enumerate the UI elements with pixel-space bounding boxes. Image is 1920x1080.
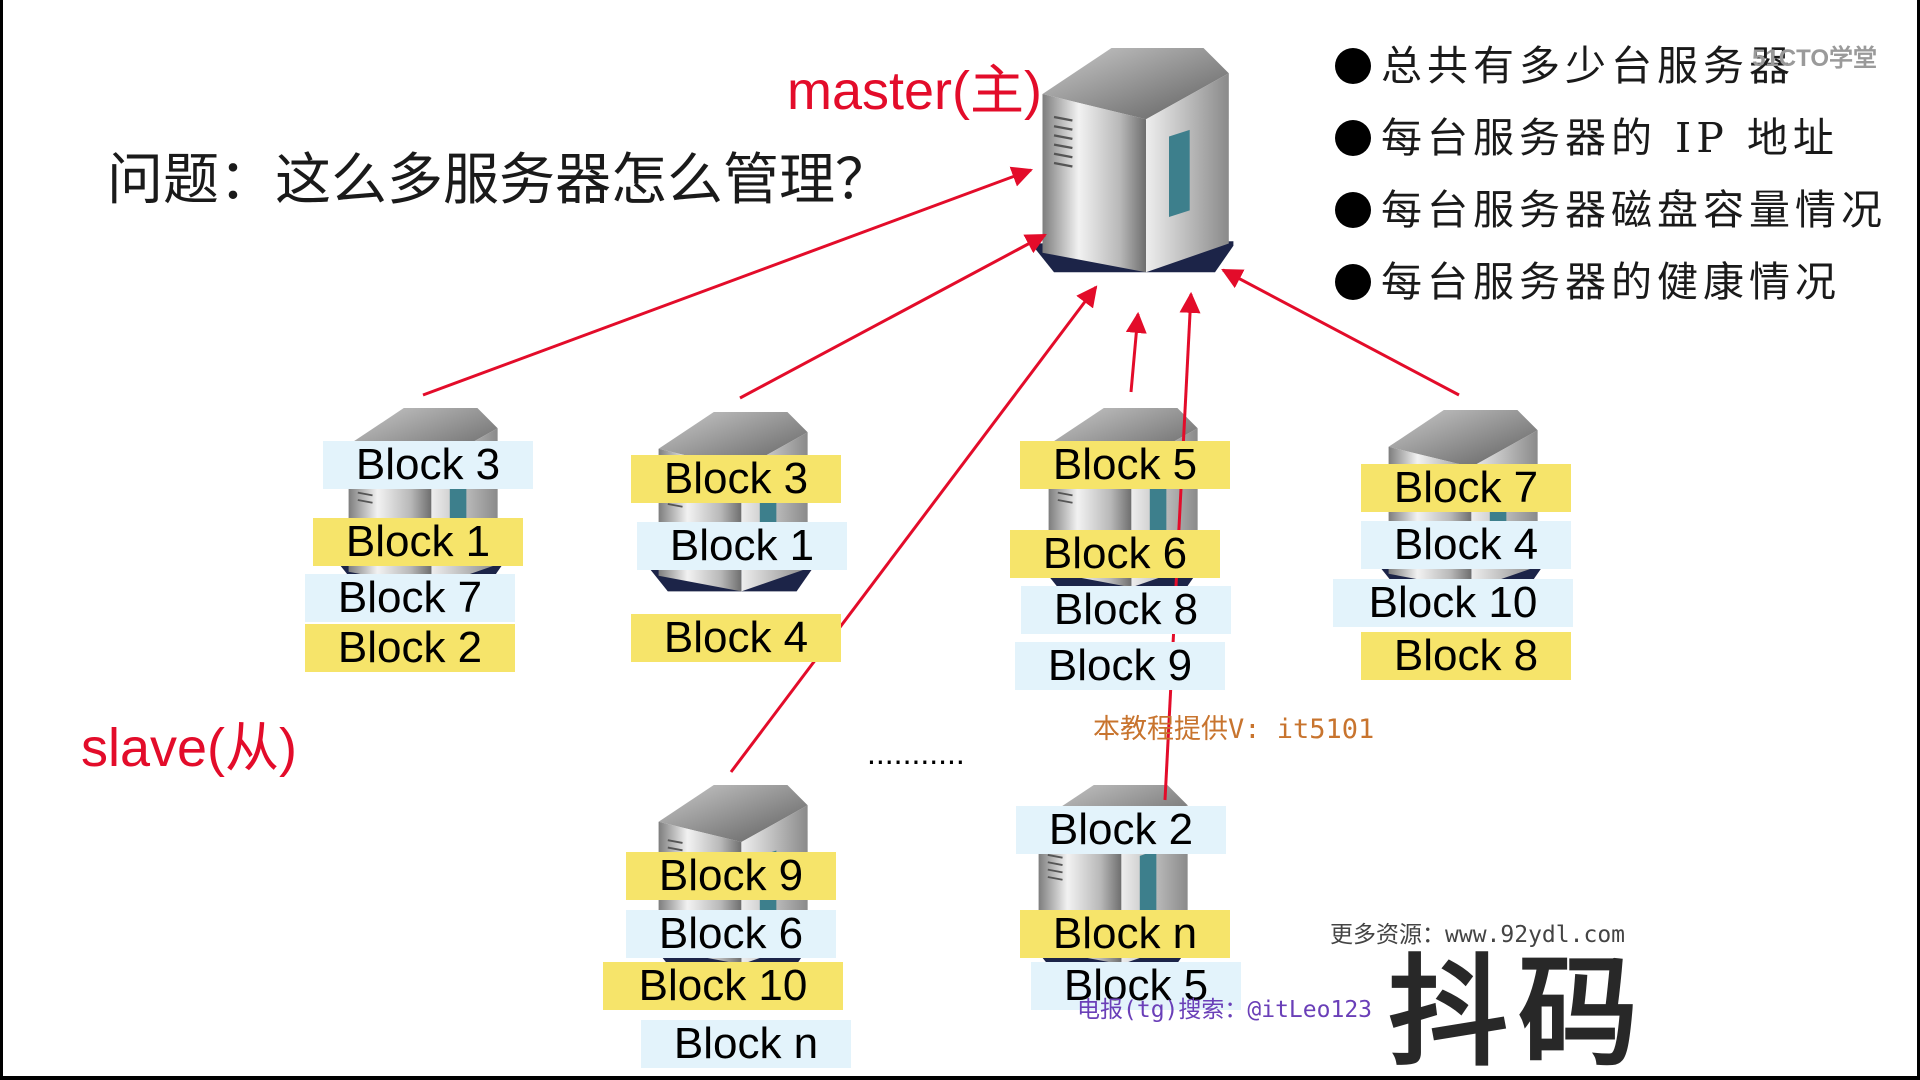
more-resources-watermark: 更多资源：www.92ydl.com	[1330, 922, 1626, 948]
connection-arrows	[422, 166, 1460, 801]
arrow-slave-3	[1125, 311, 1147, 393]
telegram-watermark: 电报(tg)搜索：@itLeo123	[1077, 997, 1373, 1023]
block-label: Block 7	[305, 574, 515, 622]
block-label: Block 9	[626, 852, 836, 900]
block-label: Block 6	[1010, 530, 1220, 578]
block-label: Block 4	[1361, 521, 1571, 569]
arrow-slave-4	[1221, 268, 1460, 397]
page-title: 问题：这么多服务器怎么管理？	[107, 148, 891, 213]
ellipsis: ...........	[867, 735, 965, 771]
bullet-item: 每台服务器的健康情况	[1335, 246, 1887, 318]
block-label: Block 8	[1021, 586, 1231, 634]
logo-watermark: 抖码	[1388, 942, 1648, 1076]
bullet-item: 每台服务器磁盘容量情况	[1335, 174, 1887, 246]
block-label: Block 2	[305, 624, 515, 672]
master-label: master(主)	[787, 61, 1042, 121]
block-label: Block 1	[313, 518, 523, 566]
bullet-dot-icon	[1335, 264, 1371, 300]
block-label: Block 5	[1020, 441, 1230, 489]
block-label: Block n	[641, 1020, 851, 1068]
contact-watermark: 本教程提供V: it5101	[1093, 714, 1375, 745]
block-label: Block 6	[626, 910, 836, 958]
arrow-slave-2	[739, 233, 1047, 400]
arrow-slave-5	[729, 285, 1098, 773]
slide: master(主) 问题：这么多服务器怎么管理？ slave(从) ......…	[3, 0, 1917, 1076]
block-label: Block 9	[1015, 642, 1225, 690]
block-label: Block 4	[631, 614, 841, 662]
arrow-slave-1	[422, 166, 1033, 397]
block-label: Block 8	[1361, 632, 1571, 680]
block-label: Block 10	[1333, 579, 1573, 627]
bullet-dot-icon	[1335, 192, 1371, 228]
slave-label: slave(从)	[81, 718, 298, 778]
block-label: Block 7	[1361, 464, 1571, 512]
bullet-item: 总共有多少台服务器	[1335, 30, 1887, 102]
brand-watermark: 51CTO学堂	[1752, 45, 1877, 72]
bullet-item: 每台服务器的 IP 地址	[1335, 102, 1887, 174]
block-label: Block 2	[1016, 806, 1226, 854]
master-server-icon	[1029, 46, 1235, 274]
block-label: Block 5	[1031, 962, 1241, 1010]
block-label: Block 1	[637, 522, 847, 570]
block-label: Block n	[1020, 910, 1230, 958]
block-label: Block 10	[603, 962, 843, 1010]
bullet-list: 总共有多少台服务器 每台服务器的 IP 地址 每台服务器磁盘容量情况 每台服务器…	[1335, 30, 1887, 318]
bullet-dot-icon	[1335, 120, 1371, 156]
logo-background	[1358, 870, 1917, 1076]
bullet-dot-icon	[1335, 48, 1371, 84]
block-label: Block 3	[323, 441, 533, 489]
block-label: Block 3	[631, 455, 841, 503]
